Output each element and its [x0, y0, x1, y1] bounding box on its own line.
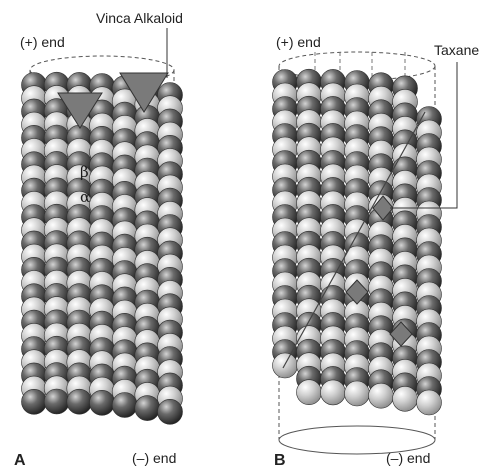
taxane-marker-1	[372, 195, 394, 221]
alpha-tubulin-subunit	[296, 379, 322, 406]
microtubule-b	[272, 68, 442, 416]
taxane-marker-2	[345, 279, 369, 305]
beta-tubulin-subunit	[89, 389, 115, 416]
alpha-subunit-label: α	[80, 188, 91, 206]
beta-tubulin-subunit	[43, 388, 70, 415]
microtubule-a	[21, 71, 183, 425]
beta-tubulin-subunit	[66, 388, 93, 415]
alpha-tubulin-subunit	[416, 389, 442, 416]
alpha-tubulin-subunit	[392, 385, 418, 412]
alpha-tubulin-subunit	[344, 380, 370, 407]
beta-subunit-label: β	[80, 163, 89, 181]
taxane-marker-3	[389, 321, 413, 347]
beta-tubulin-subunit	[21, 388, 47, 415]
beta-tubulin-subunit	[134, 395, 161, 421]
minus-end-label-a: (–) end	[132, 450, 177, 466]
taxane-leader-line	[390, 62, 458, 209]
plus-end-label-a: (+) end	[20, 34, 65, 50]
cylinder-outline-a	[29, 55, 175, 405]
vinca-marker-2	[119, 72, 169, 113]
minus-end-label-b: (–) end	[386, 450, 431, 466]
alpha-tubulin-subunit	[320, 379, 346, 406]
beta-tubulin-subunit	[111, 392, 138, 418]
taxane-label: Taxane	[434, 42, 480, 58]
panel-letter-b: B	[274, 452, 286, 469]
plus-end-label-b: (+) end	[276, 34, 321, 50]
beta-tubulin-subunit	[157, 398, 183, 425]
vinca-alkaloid-label: Vinca Alkaloid	[96, 10, 183, 26]
alpha-tubulin-subunit	[368, 382, 394, 409]
seam-line	[282, 111, 426, 369]
vinca-marker-1	[57, 92, 103, 129]
panel-letter-a: A	[14, 452, 26, 469]
